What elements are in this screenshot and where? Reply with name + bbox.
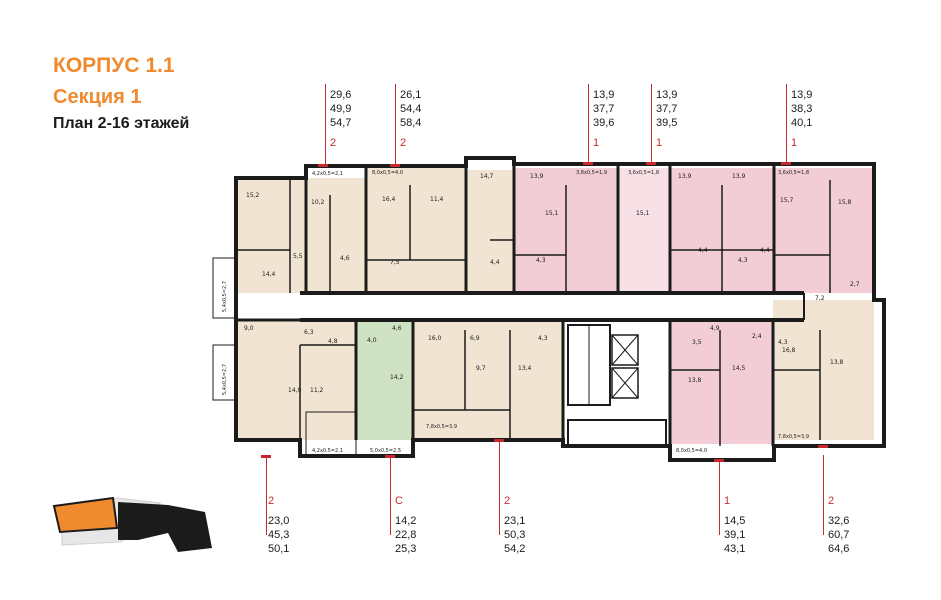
- room-area: 4,3: [536, 257, 546, 264]
- room-area: 4,9: [710, 325, 720, 332]
- room-area: 15,2: [246, 192, 260, 199]
- room-area: 16,0: [428, 335, 442, 342]
- room-area: 2,4: [752, 333, 762, 340]
- room-area: 6,3: [304, 329, 314, 336]
- room-area: 4,4: [760, 247, 770, 254]
- room-area: 4,0: [367, 337, 377, 344]
- room-area: 4,4: [698, 247, 708, 254]
- leader-line: [786, 84, 787, 164]
- leader-line: [823, 455, 824, 535]
- room-area: 13,8: [830, 359, 844, 366]
- room-area: 13,9: [530, 173, 544, 180]
- leader-line: [325, 84, 326, 164]
- room-area: 7,5: [390, 259, 400, 266]
- room-area: 10,2: [311, 199, 325, 206]
- room-area: 15,1: [545, 210, 559, 217]
- leader-line: [395, 84, 396, 164]
- leader-line: [719, 460, 720, 535]
- room-area: 16,4: [382, 196, 396, 203]
- balcony-area: 4,2x0,5=2,1: [312, 448, 343, 454]
- room-area: 15,1: [636, 210, 650, 217]
- balcony-area: 5,4x0,5=2,7: [222, 281, 228, 312]
- walls: [212, 156, 886, 462]
- balcony-area: 5,4x0,5=2,7: [222, 364, 228, 395]
- room-area: 7,2: [815, 295, 825, 302]
- leader-line: [390, 455, 391, 535]
- room-area: 13,4: [518, 365, 532, 372]
- room-area: 2,7: [850, 281, 860, 288]
- room-area: 4,6: [392, 325, 402, 332]
- balcony-area: 4,2x0,5=2,1: [312, 171, 343, 177]
- room-area: 15,8: [838, 199, 852, 206]
- room-area: 4,3: [538, 335, 548, 342]
- room-area: 3,5: [692, 339, 702, 346]
- building-keyplan: [52, 496, 212, 552]
- room-area: 14,0: [288, 387, 302, 394]
- leader-line: [499, 440, 500, 535]
- room-area: 14,7: [480, 173, 494, 180]
- leader-line: [651, 84, 652, 164]
- room-area: 11,2: [310, 387, 324, 394]
- room-area: 14,4: [262, 271, 276, 278]
- leader-line: [266, 455, 267, 535]
- section-title: Секция 1: [53, 86, 142, 108]
- room-area: 5,5: [293, 253, 303, 260]
- building-title: КОРПУС 1.1: [53, 54, 175, 77]
- room-area: 15,7: [780, 197, 794, 204]
- room-area: 11,4: [430, 196, 444, 203]
- balcony-area: 3,8x0,5=1,9: [576, 170, 607, 176]
- floors-title: План 2-16 этажей: [53, 115, 190, 132]
- balcony-labels: 4,2x0,5=2,1 8,0x0,5=4,0 3,8x0,5=1,9 3,6x…: [222, 170, 809, 454]
- balcony-area: 5,0x0,5=2,5: [370, 448, 401, 454]
- room-area: 16,8: [782, 347, 796, 354]
- room-area: 9,7: [476, 365, 486, 372]
- balcony-area: 7,8x0,5=3,9: [426, 424, 457, 430]
- room-area: 4,3: [738, 257, 748, 264]
- room-area: 6,9: [470, 335, 480, 342]
- balcony-area: 7,8x0,5=3,9: [778, 434, 809, 440]
- entry-markers: [261, 162, 828, 462]
- room-area: 4,4: [490, 259, 500, 266]
- room-area: 4,3: [778, 339, 788, 346]
- leader-line: [588, 84, 589, 164]
- room-area: 4,6: [340, 255, 350, 262]
- balcony-area: 3,6x0,5=1,8: [628, 170, 659, 176]
- room-area-labels: 15,2 10,2 5,5 14,4 4,6 16,4 11,4 7,5 14,…: [244, 173, 860, 394]
- room-area: 4,8: [328, 338, 338, 345]
- room-area: 13,9: [678, 173, 692, 180]
- balcony-area: 8,0x0,5=4,0: [372, 170, 403, 176]
- balcony-area: 3,6x0,5=1,8: [778, 170, 809, 176]
- balcony-area: 8,0x0,5=4,0: [676, 448, 707, 454]
- room-area: 9,0: [244, 325, 254, 332]
- room-area: 13,9: [732, 173, 746, 180]
- room-area: 14,2: [390, 374, 404, 381]
- room-area: 14,5: [732, 365, 746, 372]
- room-area: 13,8: [688, 377, 702, 384]
